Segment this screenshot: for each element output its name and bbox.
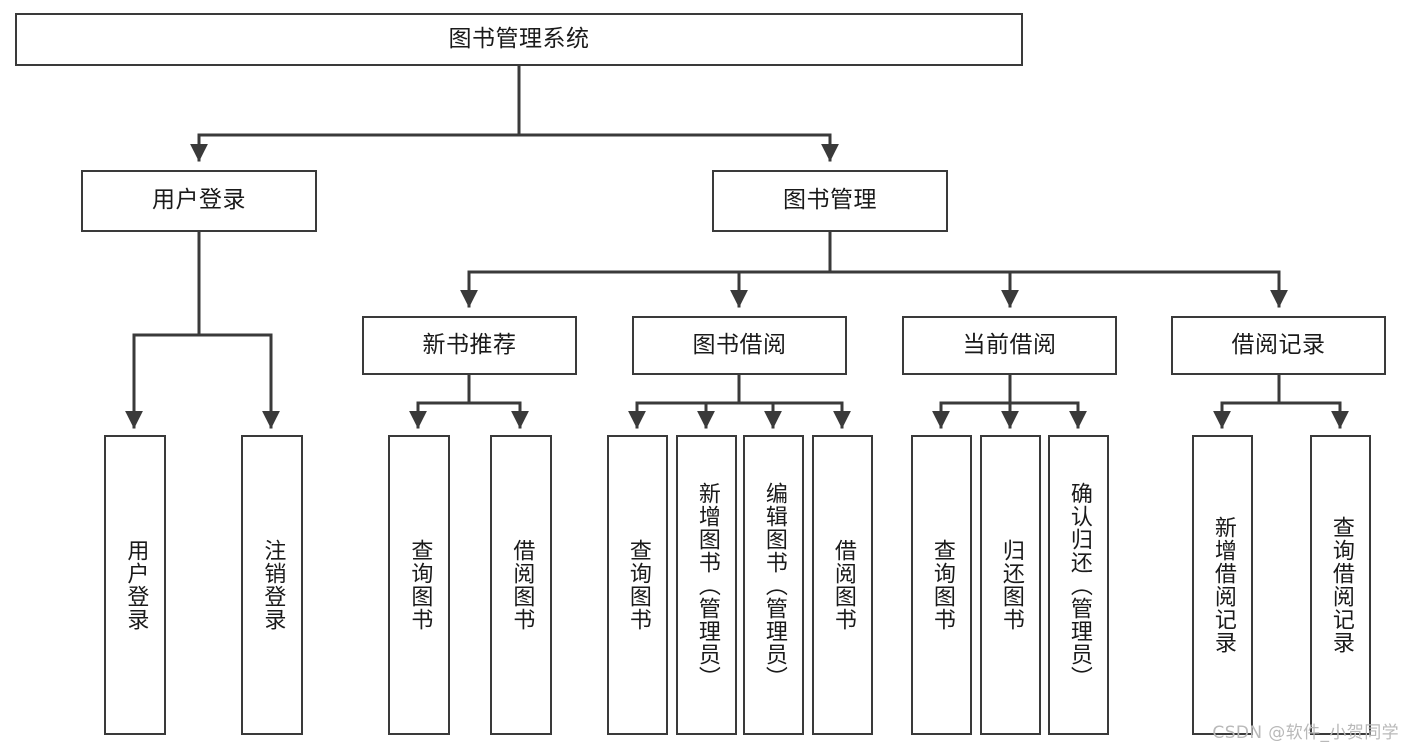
node-leaf-query-book-1[interactable]: 查询图书 [388,435,450,735]
node-book-borrow-label: 图书借阅 [692,331,787,358]
node-current-borrow[interactable]: 当前借阅 [902,316,1117,375]
node-current-borrow-label: 当前借阅 [962,331,1057,358]
node-leaf-edit-book[interactable]: 编辑图书（管理员） [743,435,804,735]
node-root[interactable]: 图书管理系统 [15,13,1023,66]
node-leaf-borrow-book-1[interactable]: 借阅图书 [490,435,552,735]
node-leaf-return-book-label: 归还图书 [998,539,1024,631]
node-new-book-rec-label: 新书推荐 [422,331,517,358]
node-leaf-confirm-return[interactable]: 确认归还（管理员） [1048,435,1109,735]
node-leaf-query-book-2[interactable]: 查询图书 [607,435,668,735]
node-leaf-query-record[interactable]: 查询借阅记录 [1310,435,1371,735]
node-leaf-query-book-1-label: 查询图书 [407,539,433,631]
node-book-manage[interactable]: 图书管理 [712,170,948,232]
node-leaf-query-book-2-label: 查询图书 [625,539,651,631]
node-leaf-add-record-label: 新增借阅记录 [1210,516,1236,654]
node-user-login[interactable]: 用户登录 [81,170,317,232]
node-leaf-add-record[interactable]: 新增借阅记录 [1192,435,1253,735]
node-book-borrow[interactable]: 图书借阅 [632,316,847,375]
node-user-login-label: 用户登录 [152,187,246,214]
watermark-text: CSDN @软件_小贺同学 [1212,723,1399,743]
node-leaf-logout[interactable]: 注销登录 [241,435,303,735]
node-leaf-borrow-book-2-label: 借阅图书 [830,539,856,631]
node-borrow-record-label: 借阅记录 [1231,331,1326,358]
node-borrow-record[interactable]: 借阅记录 [1171,316,1386,375]
node-leaf-query-book-3[interactable]: 查询图书 [911,435,972,735]
node-leaf-query-book-3-label: 查询图书 [929,539,955,631]
node-leaf-add-book-label: 新增图书（管理员） [694,481,720,689]
node-leaf-borrow-book-1-label: 借阅图书 [509,539,535,631]
node-leaf-confirm-return-label: 确认归还（管理员） [1066,481,1092,689]
node-leaf-return-book[interactable]: 归还图书 [980,435,1041,735]
node-new-book-rec[interactable]: 新书推荐 [362,316,577,375]
node-leaf-add-book[interactable]: 新增图书（管理员） [676,435,737,735]
node-leaf-user-login-label: 用户登录 [123,539,149,631]
node-leaf-logout-label: 注销登录 [260,539,286,631]
node-leaf-edit-book-label: 编辑图书（管理员） [761,481,787,689]
node-book-manage-label: 图书管理 [783,187,877,214]
node-leaf-borrow-book-2[interactable]: 借阅图书 [812,435,873,735]
node-root-label: 图书管理系统 [448,25,590,52]
node-leaf-query-record-label: 查询借阅记录 [1328,516,1354,654]
node-leaf-user-login[interactable]: 用户登录 [104,435,166,735]
